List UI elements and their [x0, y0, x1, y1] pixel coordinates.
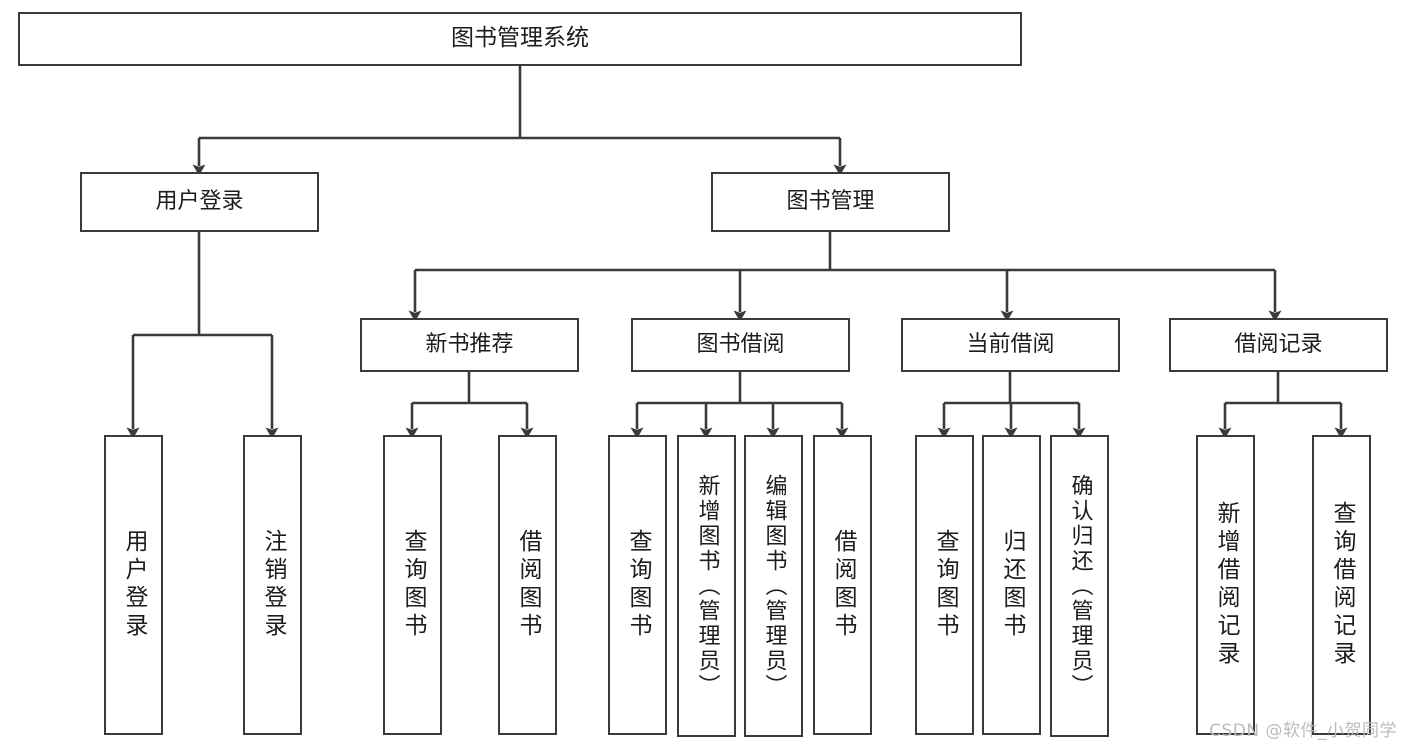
- leaf-borrow-book-1-label: 借阅图书: [515, 529, 541, 641]
- leaf-user-login-label: 用户登录: [121, 529, 147, 641]
- node-borrow-record[interactable]: 借阅记录: [1169, 318, 1388, 372]
- leaf-query-record-label: 查询借阅记录: [1329, 501, 1355, 669]
- leaf-borrow-book-2-label: 借阅图书: [830, 529, 856, 641]
- leaf-user-logout-label: 注销登录: [260, 529, 286, 641]
- node-current-borrow-label: 当前借阅: [966, 332, 1055, 358]
- leaf-user-logout[interactable]: 注销登录: [243, 435, 302, 735]
- leaf-edit-book-label: 编辑图书（管理员）: [761, 473, 787, 699]
- node-user-login-label: 用户登录: [155, 189, 244, 215]
- node-book-manage[interactable]: 图书管理: [711, 172, 950, 232]
- leaf-query-record[interactable]: 查询借阅记录: [1312, 435, 1371, 735]
- leaf-query-book-1-label: 查询图书: [400, 529, 426, 641]
- leaf-add-book-label: 新增图书（管理员）: [694, 473, 720, 699]
- node-borrow-record-label: 借阅记录: [1234, 332, 1323, 358]
- leaf-query-book-2[interactable]: 查询图书: [608, 435, 667, 735]
- node-book-manage-label: 图书管理: [786, 189, 875, 215]
- csdn-watermark: CSDN @软件_小贺同学: [1209, 721, 1397, 741]
- node-user-login[interactable]: 用户登录: [80, 172, 319, 232]
- leaf-add-record-label: 新增借阅记录: [1213, 501, 1239, 669]
- node-current-borrow[interactable]: 当前借阅: [901, 318, 1120, 372]
- leaf-confirm-return-label: 确认归还（管理员）: [1067, 473, 1093, 699]
- leaf-add-book[interactable]: 新增图书（管理员）: [677, 435, 736, 737]
- node-root[interactable]: 图书管理系统: [18, 12, 1022, 66]
- leaf-query-book-3[interactable]: 查询图书: [915, 435, 974, 735]
- leaf-borrow-book-1[interactable]: 借阅图书: [498, 435, 557, 735]
- leaf-return-book-label: 归还图书: [999, 529, 1025, 641]
- node-book-borrow-label: 图书借阅: [696, 332, 785, 358]
- leaf-return-book[interactable]: 归还图书: [982, 435, 1041, 735]
- leaf-edit-book[interactable]: 编辑图书（管理员）: [744, 435, 803, 737]
- leaf-add-record[interactable]: 新增借阅记录: [1196, 435, 1255, 735]
- leaf-query-book-2-label: 查询图书: [625, 529, 651, 641]
- node-new-book-rec-label: 新书推荐: [425, 332, 514, 358]
- node-root-label: 图书管理系统: [451, 25, 589, 52]
- leaf-query-book-3-label: 查询图书: [932, 529, 958, 641]
- leaf-user-login[interactable]: 用户登录: [104, 435, 163, 735]
- node-book-borrow[interactable]: 图书借阅: [631, 318, 850, 372]
- node-new-book-rec[interactable]: 新书推荐: [360, 318, 579, 372]
- leaf-borrow-book-2[interactable]: 借阅图书: [813, 435, 872, 735]
- leaf-query-book-1[interactable]: 查询图书: [383, 435, 442, 735]
- leaf-confirm-return[interactable]: 确认归还（管理员）: [1050, 435, 1109, 737]
